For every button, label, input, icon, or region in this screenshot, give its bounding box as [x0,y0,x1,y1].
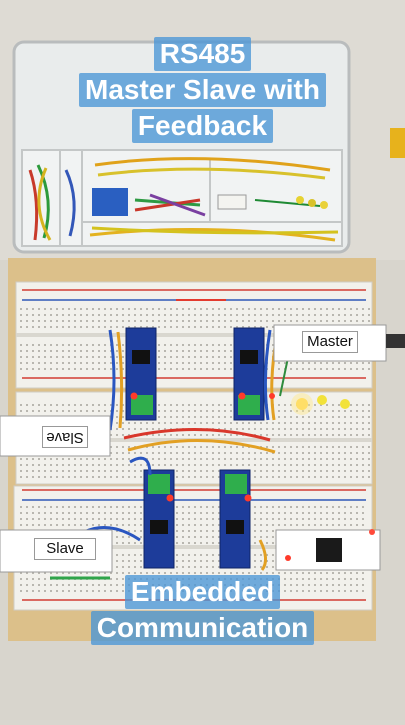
title-line-3: Feedback [131,109,274,143]
footer-line-2: Communication [90,611,315,645]
footer-line-1: Embedded [124,575,281,609]
status-leds [269,393,350,415]
video-title: RS485 Master Slave with Feedback [0,36,405,144]
slave-label-bottom: Slave [34,538,96,560]
slave-label-left: Slave [42,426,88,448]
title-line-1: RS485 [153,37,252,71]
title-line-2: Master Slave with [79,73,326,107]
video-footer: Embedded Communication [0,574,405,646]
rs485-modules [125,327,265,569]
master-label: Master [302,331,358,353]
